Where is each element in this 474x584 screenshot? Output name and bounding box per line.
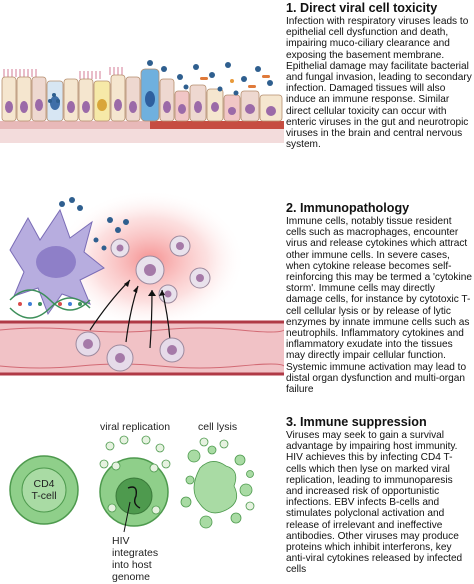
- section1-body: Infection with respiratory viruses leads…: [286, 16, 472, 151]
- section3-text: 3. Immune suppression Viruses may seek t…: [286, 416, 472, 576]
- hiv-label-4: genome: [112, 571, 150, 583]
- tcell-label: T-cell: [31, 490, 56, 502]
- hiv-pointer: [123, 501, 131, 533]
- section2-title: 2. Immunopathology: [286, 201, 410, 215]
- macrophage: [9, 208, 105, 316]
- hiv-label-3: into host: [112, 559, 152, 571]
- section1-text: 1. Direct viral cell toxicity Infection …: [286, 1, 472, 151]
- basement-membrane: [0, 121, 284, 129]
- bacteria: [200, 75, 270, 88]
- viruses-near-macrophage: [59, 197, 129, 251]
- section3-title: 3. Immune suppression: [286, 415, 427, 429]
- viral-replication-label: viral replication: [100, 421, 170, 433]
- epithelium-illustration: [0, 60, 284, 143]
- immunopathology-illustration: [0, 190, 284, 376]
- infected-tcell: [99, 457, 169, 527]
- cytokine-strand: [9, 289, 91, 319]
- section2-body: Immune cells, notably tissue resident ce…: [286, 216, 472, 396]
- cd4-tcell: [9, 455, 79, 525]
- section2-text: 2. Immunopathology Immune cells, notably…: [286, 201, 472, 396]
- epithelial-cells: [1, 68, 283, 122]
- cell-nuclei: [5, 91, 276, 116]
- section3-body: Viruses may seek to gain a survival adva…: [286, 430, 463, 576]
- virus-particles: [48, 60, 273, 103]
- hiv-label-2: integrates: [112, 547, 158, 559]
- cilia: [3, 67, 123, 79]
- lysed-cell: [180, 445, 254, 529]
- section1-title: 1. Direct viral cell toxicity: [286, 1, 438, 15]
- hiv-label-1: HIV: [112, 535, 130, 547]
- immune-suppression-illustration: viral replication cell lysis CD4 T-cell …: [9, 421, 255, 583]
- blood-vessel: [0, 320, 284, 376]
- replicating-virions: [99, 435, 171, 515]
- cell-lysis-label: cell lysis: [198, 421, 237, 433]
- cd4-label: CD4: [33, 478, 54, 490]
